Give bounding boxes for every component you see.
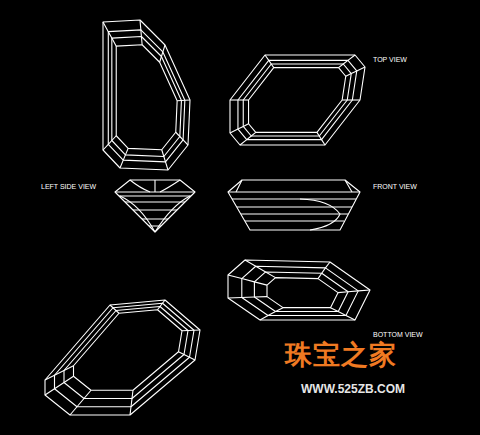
- facet-outline: [116, 45, 177, 150]
- facet-outline: [238, 60, 357, 139]
- gem-top-view: [230, 55, 365, 145]
- facet-outline: [64, 307, 188, 399]
- view-label: LEFT SIDE VIEW: [40, 183, 97, 191]
- front-facets: [228, 192, 360, 221]
- gem-left-side-view: [115, 180, 195, 232]
- facet-outline: [254, 272, 348, 312]
- facet-edge: [317, 132, 325, 145]
- facet-outline: [108, 30, 185, 162]
- facet-edge: [179, 352, 196, 360]
- facet-edge: [260, 308, 283, 320]
- view-label: TOP VIEW: [372, 56, 408, 64]
- facet-edge: [45, 376, 74, 395]
- facet-edge: [338, 290, 370, 293]
- facet-edge: [103, 22, 116, 46]
- facet-outline: [74, 310, 183, 391]
- facet-edge: [342, 99, 360, 100]
- facet-edge: [103, 136, 116, 150]
- facet-edge: [339, 55, 355, 68]
- facet-edge: [162, 150, 168, 170]
- facet-edge: [160, 45, 165, 62]
- front-facet-curves: [236, 180, 352, 230]
- facet-outline: [55, 303, 195, 407]
- facet-outline: [242, 266, 358, 315]
- facet-edge: [45, 366, 74, 380]
- facet-edge: [176, 132, 188, 145]
- facet-outline: [230, 55, 365, 145]
- facet-edge: [228, 275, 267, 285]
- facet-outline: [45, 300, 200, 415]
- front-outline: [228, 180, 360, 230]
- side-facet-curves: [120, 180, 190, 232]
- facet-edge: [318, 262, 330, 279]
- gem-front-view: [228, 180, 360, 230]
- facet-outline: [112, 37, 182, 157]
- facet-edge: [230, 99, 249, 100]
- gem-tall-view: [103, 20, 190, 170]
- facet-edge: [70, 390, 91, 415]
- facet-outline: [228, 260, 370, 320]
- facet-edge: [228, 297, 267, 298]
- facet-edge: [230, 124, 249, 133]
- facet-edge: [140, 20, 142, 45]
- facet-edge: [110, 305, 119, 313]
- view-label: BOTTOM VIEW: [372, 331, 424, 339]
- facet-edge: [346, 67, 365, 76]
- facet-edge: [158, 300, 166, 310]
- facet-edge: [245, 260, 276, 278]
- side-outline: [115, 180, 195, 232]
- facet-edge: [240, 132, 256, 145]
- gem-bottom-view: [228, 260, 370, 320]
- facet-edge: [331, 308, 356, 320]
- side-facets: [115, 192, 195, 226]
- facet-outline: [103, 20, 190, 170]
- facet-edge: [177, 99, 190, 101]
- watermark: 珠宝之家: [284, 340, 398, 370]
- facet-outline: [249, 68, 346, 133]
- facet-outline: [267, 278, 338, 308]
- facet-edge: [182, 329, 200, 331]
- facet-edge: [130, 390, 133, 415]
- view-label: FRONT VIEW: [372, 183, 418, 191]
- facet-edge: [265, 55, 274, 68]
- gem-perspective-view: [45, 300, 200, 415]
- watermark: WWW.525ZB.COM: [300, 383, 406, 396]
- facet-edge: [120, 148, 128, 168]
- facet-outline: [243, 64, 351, 136]
